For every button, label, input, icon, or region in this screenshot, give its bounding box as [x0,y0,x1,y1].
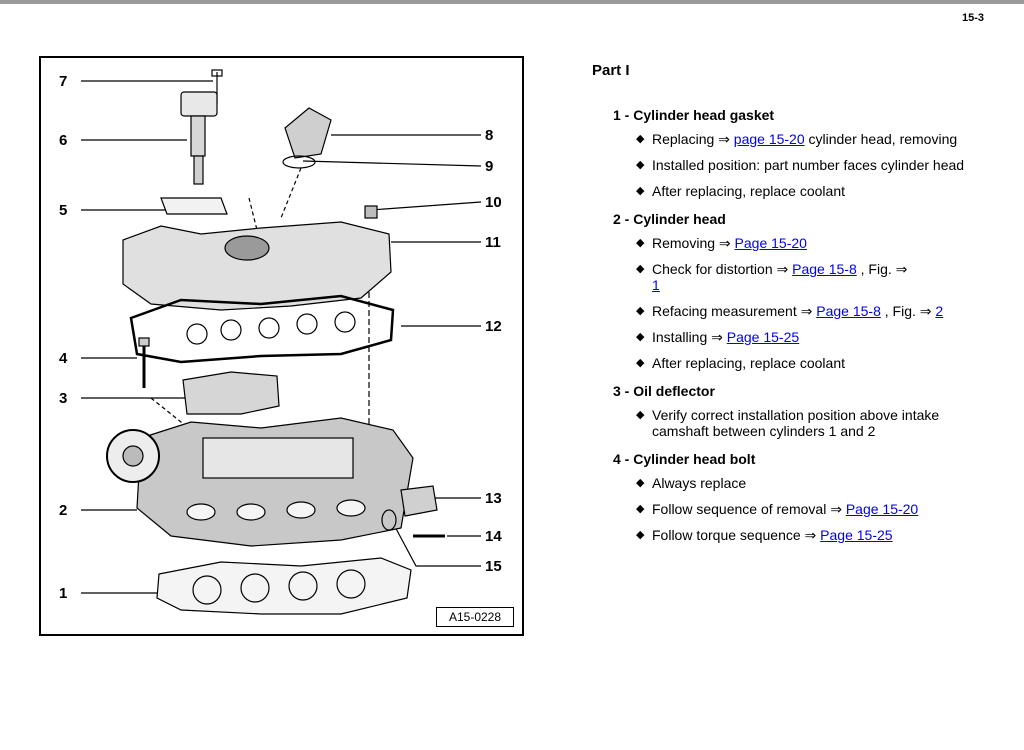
bullet-text: , Fig. ⇒ [856,261,908,277]
figure-code: A15-0228 [436,607,514,627]
page-link[interactable]: Page 15-25 [726,329,800,345]
item-heading: 4 - Cylinder head bolt [613,451,756,467]
diamond-bullet-icon: ◆ [636,159,645,171]
item-heading: 2 - Cylinder head [613,211,726,227]
diamond-bullet-icon: ◆ [636,185,645,197]
bullet-text: Follow sequence of removal ⇒ [652,501,846,517]
list-item: ◆ Always replace [636,475,992,491]
callout-4: 4 [59,350,68,367]
callout-11: 11 [485,234,501,251]
bullet-text: Follow torque sequence ⇒ [652,527,821,543]
callout-2: 2 [59,502,67,519]
callout-3: 3 [59,390,67,407]
list-item: ◆ Check for distortion ⇒ Page 15-8 , Fig.… [636,261,992,293]
page-link[interactable]: page 15-20 [733,131,805,147]
bullet-list: ◆ Removing ⇒ Page 15-20 ◆ Check for distor… [592,235,992,371]
bullet-text: Refacing measurement ⇒ [652,303,817,319]
figure-link[interactable]: 1 [652,277,660,293]
bullet-text: Removing ⇒ [652,235,735,251]
callout-14: 14 [485,528,502,545]
bullet-list: ◆ Always replace ◆ Follow sequence of remo… [592,475,992,543]
diamond-bullet-icon: ◆ [636,477,645,489]
bullet-list: ◆ Verify correct installation position ab… [592,407,992,439]
bullet-text: Always replace [652,475,747,491]
diamond-bullet-icon: ◆ [636,503,645,515]
callout-8: 8 [485,127,493,144]
diamond-bullet-icon: ◆ [636,529,645,541]
callout-15: 15 [485,558,502,575]
page-link[interactable]: Page 15-25 [820,527,893,543]
bullet-text: cylinder head, removing [804,131,958,147]
list-item: ◆ Refacing measurement ⇒ Page 15-8 , Fig.… [636,303,992,319]
diamond-bullet-icon: ◆ [636,263,645,275]
bullet-text: Check for distortion ⇒ [652,261,793,277]
list-item: ◆ Installed position: part number faces c… [636,157,992,173]
callout-1: 1 [59,585,67,602]
callout-9: 9 [485,158,493,175]
exploded-view-figure: 7 6 5 4 3 2 1 8 9 10 11 12 13 14 15 A15-… [39,56,524,636]
engine-illustration: 7 6 5 4 3 2 1 8 9 10 11 12 13 14 15 [59,69,502,615]
list-item: ◆ After replacing, replace coolant [636,355,992,371]
bullet-text: Verify correct installation position abo… [652,407,940,439]
list-item: ◆ Installing ⇒ Page 15-25 [636,329,992,345]
list-item: ◆ Follow sequence of removal ⇒ Page 15-20 [636,501,992,517]
diamond-bullet-icon: ◆ [636,331,645,343]
top-rule [0,0,1024,4]
diamond-bullet-icon: ◆ [636,305,645,317]
page-link[interactable]: Page 15-8 [792,261,857,277]
diamond-bullet-icon: ◆ [636,357,645,369]
bullet-text: , Fig. ⇒ [880,303,936,319]
item-heading: 3 - Oil deflector [613,383,715,399]
list-item: ◆ Follow torque sequence ⇒ Page 15-25 [636,527,992,543]
callout-13: 13 [485,490,502,507]
bullet-text: Installed position: part number faces cy… [652,157,965,173]
bullet-text: After replacing, replace coolant [652,355,845,371]
page-link[interactable]: Page 15-8 [816,303,881,319]
page-number: 15-3 [961,12,984,24]
callout-12: 12 [485,318,502,335]
diamond-bullet-icon: ◆ [636,237,645,249]
callout-6: 6 [59,132,67,149]
diamond-bullet-icon: ◆ [636,133,645,145]
list-item: ◆ Replacing ⇒ page 15-20 cylinder head, r… [636,131,992,147]
list-item: ◆ Verify correct installation position ab… [636,407,992,439]
section-title: Part I [592,62,630,79]
page-link[interactable]: Page 15-20 [845,501,919,517]
figure-link[interactable]: 2 [935,303,944,319]
callout-5: 5 [59,202,67,219]
callout-7: 7 [59,73,67,90]
bullet-list: ◆ Replacing ⇒ page 15-20 cylinder head, r… [592,131,992,199]
list-item: ◆ After replacing, replace coolant [636,183,992,199]
list-item: ◆ Removing ⇒ Page 15-20 [636,235,992,251]
diamond-bullet-icon: ◆ [636,409,645,421]
callout-10: 10 [485,194,502,211]
bullet-text: Installing ⇒ [652,329,727,345]
bullet-text: After replacing, replace coolant [652,183,845,199]
parts-list: Part I 1 - Cylinder head gasket ◆ Replaci… [592,62,992,553]
bullet-text: Replacing ⇒ [652,131,734,147]
page-link[interactable]: Page 15-20 [734,235,807,251]
item-heading: 1 - Cylinder head gasket [613,107,775,123]
